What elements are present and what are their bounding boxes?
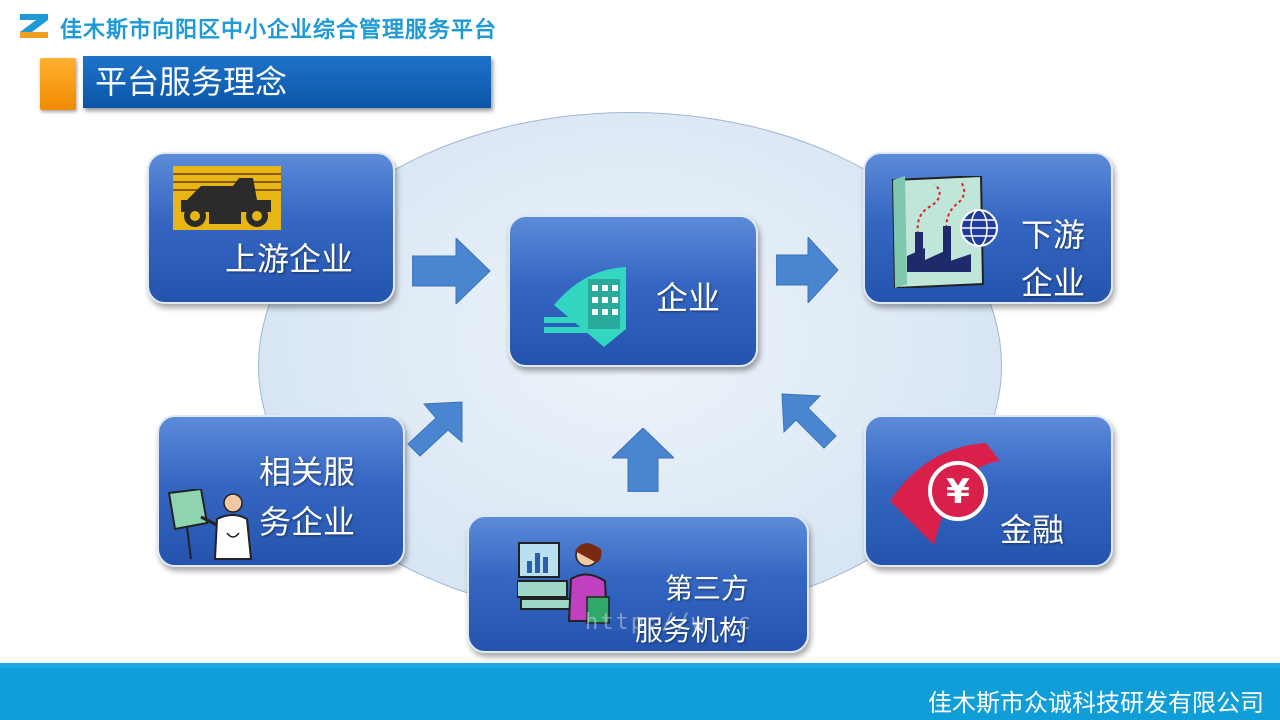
- section-title: 平台服务理念: [83, 56, 491, 108]
- arrow-right-upstream-to-enterprise-icon: [412, 238, 491, 304]
- node-upstream-label: 上游企业: [225, 240, 354, 278]
- factory-globe-icon: [891, 174, 1007, 292]
- node-enterprise-label: 企业: [656, 279, 721, 317]
- node-third-party-label-line1: 第三方: [665, 572, 750, 605]
- arrow-right-enterprise-to-downstream-icon: [776, 237, 839, 303]
- node-third-party-label-line2: 服务机构: [635, 614, 748, 647]
- building-icon: [544, 259, 634, 353]
- yen-icon: ¥: [886, 441, 1002, 549]
- presenter-icon: [167, 487, 255, 567]
- node-related-label-line2: 务企业: [259, 503, 356, 541]
- node-third-party: 第三方 服务机构: [467, 515, 809, 653]
- node-finance: ¥ 金融: [864, 415, 1113, 567]
- node-related-label-line1: 相关服: [259, 453, 356, 491]
- arrow-diagonal-finance-icon: [781, 393, 837, 449]
- platform-logo-icon: [18, 12, 50, 40]
- section-accent-bar: [40, 58, 76, 110]
- footer-company: 佳木斯市众诚科技研发有限公司: [928, 689, 1264, 717]
- node-enterprise: 企业: [508, 215, 758, 367]
- footer-top-stripe: [0, 663, 1280, 668]
- node-downstream-label-line2: 企业: [1021, 264, 1086, 302]
- platform-title: 佳木斯市向阳区中小企业综合管理服务平台: [60, 18, 498, 43]
- node-finance-label: 金融: [1000, 511, 1065, 549]
- footer-bar: [0, 663, 1280, 720]
- node-downstream: 下游 企业: [863, 152, 1113, 304]
- node-related-services: 相关服 务企业: [157, 415, 405, 567]
- watermark-text: http://w .c: [585, 610, 753, 635]
- svg-text:¥: ¥: [946, 472, 970, 512]
- node-downstream-label-line1: 下游: [1021, 216, 1086, 254]
- computer-user-icon: [516, 541, 613, 631]
- arrow-diagonal-related-icon: [407, 401, 463, 457]
- bulldozer-icon: [173, 166, 281, 234]
- arrow-up-third-party-icon: [612, 428, 674, 492]
- node-upstream: 上游企业: [147, 152, 395, 304]
